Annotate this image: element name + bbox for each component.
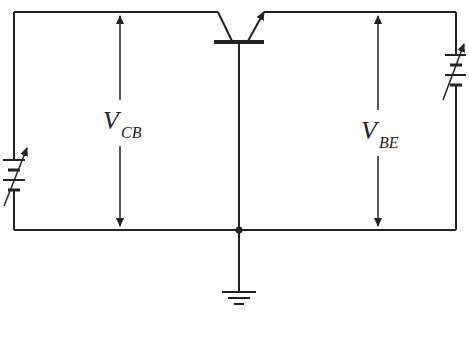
variable-battery bbox=[3, 148, 27, 206]
junction-dot bbox=[236, 227, 243, 234]
wire bbox=[455, 12, 457, 55]
voltage-subscript: BE bbox=[379, 135, 399, 151]
wire bbox=[455, 85, 457, 230]
voltage-symbol: V bbox=[361, 118, 377, 144]
transistor-symbol bbox=[214, 12, 264, 42]
ground-symbol bbox=[222, 292, 256, 304]
voltage-arrow bbox=[377, 16, 379, 226]
wire bbox=[14, 11, 218, 13]
wire bbox=[14, 229, 456, 231]
wire bbox=[264, 11, 456, 13]
voltage-arrow bbox=[119, 16, 121, 226]
wire bbox=[238, 44, 240, 292]
wire bbox=[13, 12, 15, 160]
wire bbox=[13, 190, 15, 230]
voltage-subscript: CB bbox=[121, 125, 141, 141]
voltage-symbol: V bbox=[103, 108, 119, 134]
variable-battery bbox=[443, 44, 466, 100]
